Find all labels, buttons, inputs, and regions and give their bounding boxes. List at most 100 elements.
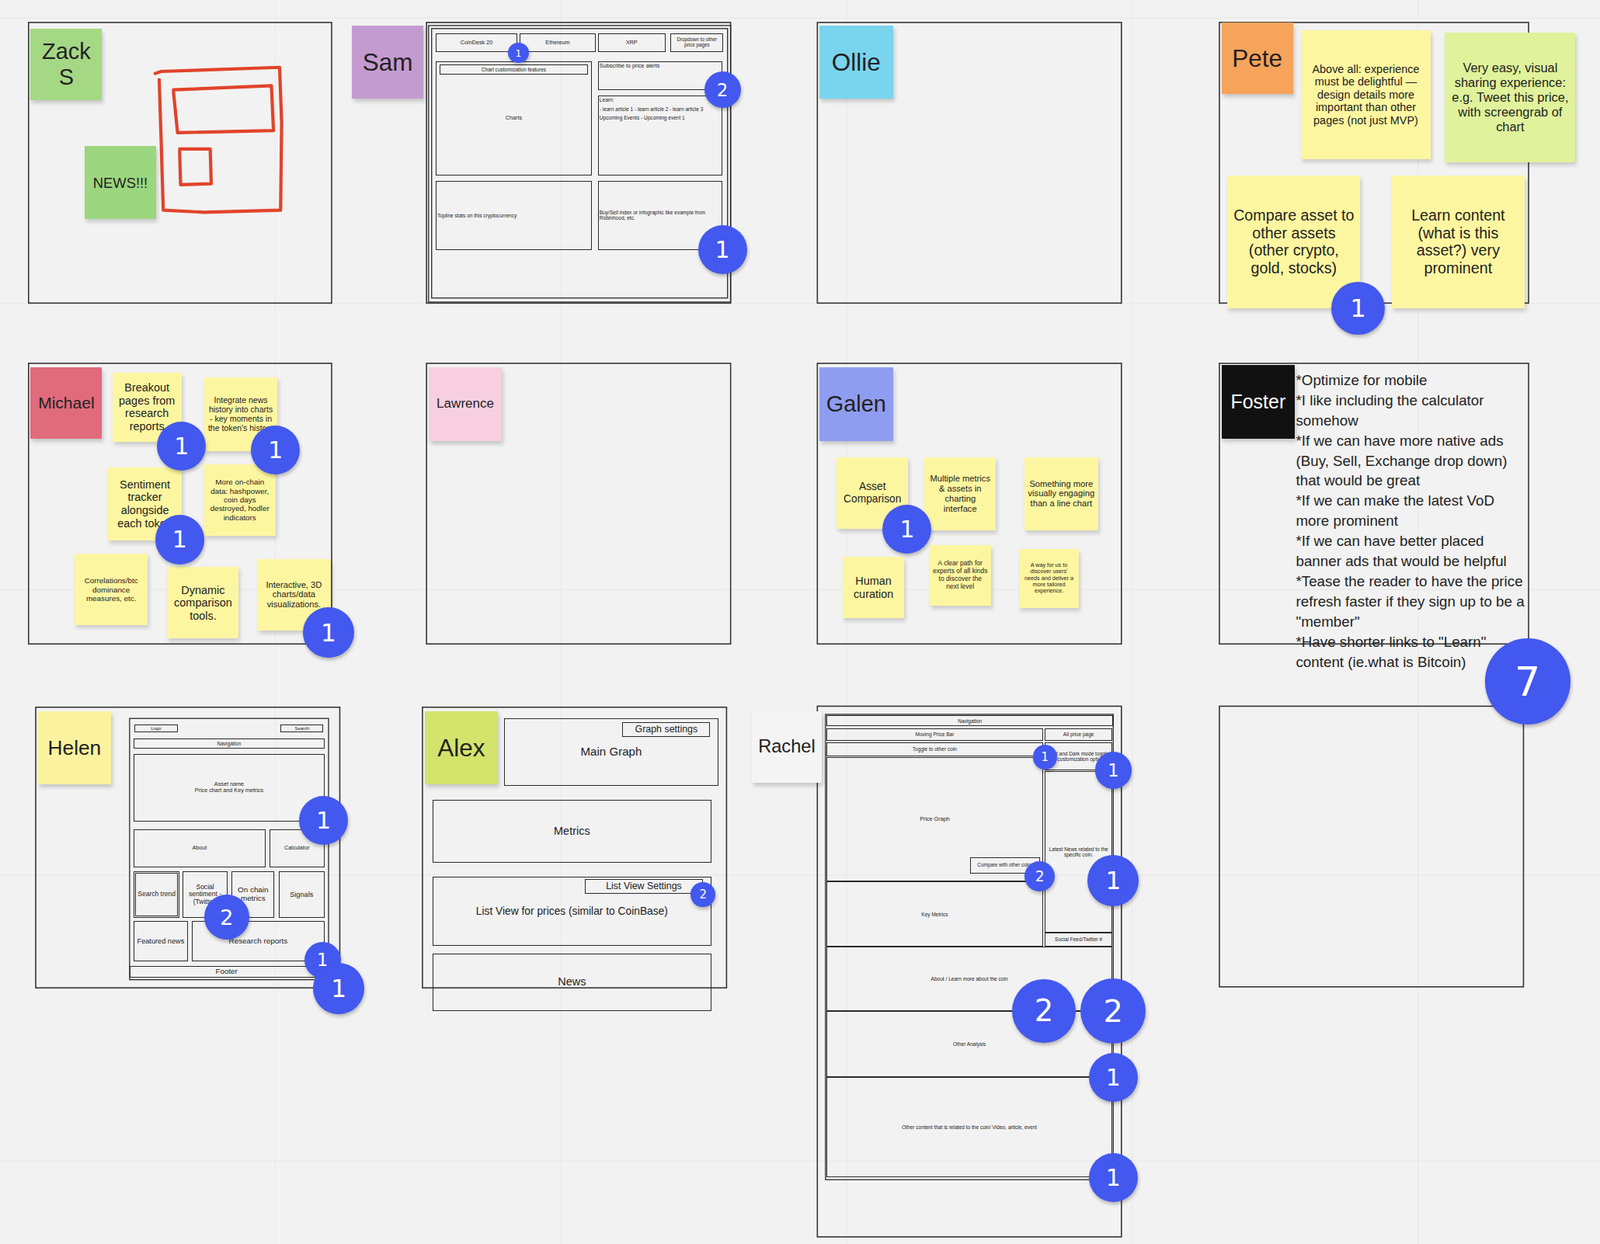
vote-dot: 7: [1485, 638, 1571, 724]
note-text: Dropdown to other price pages: [671, 37, 722, 49]
vote-dot: 1: [507, 42, 529, 63]
note-text: Ethereum: [521, 39, 595, 46]
name-sticky: Foster: [1221, 365, 1296, 439]
note-text: Other content that is related to the coi…: [827, 1124, 1111, 1131]
note-text: Research reports: [193, 937, 324, 947]
vote-dot: 1: [698, 225, 748, 275]
note-text: Footer: [131, 967, 323, 977]
wireframe-box: Ethereum: [519, 33, 597, 53]
note-text: Price chart and Key metrics: [135, 787, 324, 794]
note-text: Rachel: [754, 736, 819, 758]
wireframe-box: About: [133, 829, 265, 868]
wireframe-box: Metrics: [432, 800, 712, 863]
note-text: Price Graph: [827, 816, 1042, 823]
sticky-note: Multiple metrics & assets in charting in…: [924, 457, 996, 532]
vote-dot: 1: [1095, 751, 1132, 789]
wireframe-box: XRP: [598, 33, 666, 53]
vote-dot: 1: [1087, 855, 1139, 907]
note-text: Navigation: [827, 718, 1112, 724]
wireframe-box: All price page: [1044, 728, 1113, 741]
wireframe-box: Main Graph Graph settings: [504, 718, 719, 787]
vote-dot: 2: [1012, 979, 1075, 1043]
note-text: Buy/Sell index or infographic like examp…: [599, 209, 721, 221]
note-text: Key Metrics: [827, 911, 1042, 918]
note-text: Latest News related to the specific coin…: [1046, 846, 1111, 858]
note-text: A way for us to discover users' needs an…: [1022, 562, 1075, 595]
note-text: About: [135, 845, 264, 852]
zack-sketch: [155, 67, 282, 213]
wireframe-box: Learn:- learn article 1 - learn article …: [598, 95, 723, 175]
note-text: Main Graph: [505, 745, 717, 759]
wireframe-box: Other content that is related to the coi…: [826, 1077, 1113, 1178]
wireframe-box: Logo: [134, 724, 178, 734]
vote-dot: 1: [1033, 744, 1058, 770]
vote-dot: 1: [250, 425, 300, 475]
note-text: Pete: [1224, 44, 1291, 73]
note-text: Upcoming Events - Upcoming event 1: [599, 114, 721, 121]
note-text-block: *Optimize for mobile*I like including th…: [1295, 370, 1529, 673]
wireframe-box: ChartsChart customization features: [435, 61, 592, 176]
sticky-note: A way for us to discover users' needs an…: [1019, 549, 1079, 609]
vote-dot: 1: [299, 796, 348, 846]
sticky-note: NEWS!!!: [84, 146, 157, 220]
note-text: List View for prices (similar to CoinBas…: [434, 905, 710, 918]
bullet-note: *I like including the calculator somehow: [1295, 390, 1529, 432]
note-text: Chart customization features: [441, 66, 586, 73]
note-text: Calculator: [271, 845, 324, 852]
note-text: Asset name: [135, 781, 324, 788]
bullet-note: *Tease the reader to have the price refr…: [1295, 571, 1529, 633]
bullet-note: *If we can have more native ads (Buy, Se…: [1295, 431, 1529, 492]
vote-dot: 1: [302, 607, 355, 659]
name-sticky: Sam: [351, 25, 424, 100]
note-text: CoinDesk 20: [437, 39, 516, 46]
wireframe-box: Social Feed/Twitter #: [1044, 932, 1113, 947]
frames: [28, 22, 1529, 1238]
wireframe-box: Price GraphCompare with other coins: [826, 757, 1044, 882]
note-text: Alex: [427, 733, 497, 762]
note-text: Michael: [32, 393, 100, 413]
wireframe-outlines: [129, 25, 1114, 1180]
wireframe-box: Chart customization features: [439, 64, 588, 75]
vote-dot: 2: [690, 882, 716, 908]
note-text: A clear path for experts of all kinds to…: [932, 560, 988, 591]
sticky-note: Learn content (what is this asset?) very…: [1391, 175, 1525, 309]
vote-dot: 2: [204, 894, 250, 940]
wireframe-box: Subscribe to price alerts: [598, 61, 723, 91]
note-text: Signals: [280, 890, 324, 899]
sticky-note: Correlations/btc dominance measures, etc…: [74, 553, 149, 626]
vote-dot: 1: [1088, 1153, 1138, 1203]
note-text: List View Settings: [586, 881, 702, 893]
note-text: More on-chain data: hashpower, coin days…: [207, 477, 273, 522]
wireframe-box: Key Metrics: [826, 881, 1044, 947]
note-text: Search: [281, 726, 322, 731]
note-text: Lawrence: [431, 396, 501, 412]
name-sticky: Pete: [1221, 22, 1294, 94]
note-text: All price page: [1046, 731, 1111, 738]
note-text: NEWS!!!: [87, 174, 154, 192]
note-text: Something more visually engaging than a …: [1027, 479, 1096, 510]
name-sticky: Michael: [30, 367, 102, 439]
wireframe-box: Latest News related to the specific coin…: [1044, 771, 1113, 933]
name-sticky: Rachel: [751, 711, 821, 783]
note-text: - learn article 1 - learn article 2 - le…: [599, 106, 721, 112]
bullet-note: *Optimize for mobile: [1295, 370, 1529, 391]
name-sticky: Galen: [819, 367, 894, 442]
wireframe-box: Navigation: [826, 715, 1114, 727]
note-text: Featured news: [135, 937, 187, 946]
sticky-note: Very easy, visual sharing experience: e.…: [1444, 32, 1576, 163]
wireframe-box: Signals: [278, 871, 325, 919]
wireframe-box: Footer: [129, 966, 324, 978]
name-sticky: Lawrence: [428, 367, 503, 442]
note-text: Interactive, 3D charts/data visualizatio…: [260, 580, 328, 611]
wireframe-box: Topline stats on this cryptocurrency: [435, 180, 592, 251]
name-sticky: Helen: [38, 711, 112, 786]
note-text: Graph settings: [623, 724, 709, 736]
note-text: News: [434, 976, 710, 989]
name-sticky: Alex: [424, 711, 499, 786]
note-text: Asset Comparison: [839, 480, 905, 506]
note-text: Very easy, visual sharing experience: e.…: [1447, 60, 1573, 134]
sticky-note: Something more visually engaging than a …: [1024, 457, 1099, 532]
sticky-note: Above all: experience must be delightful…: [1300, 30, 1431, 160]
